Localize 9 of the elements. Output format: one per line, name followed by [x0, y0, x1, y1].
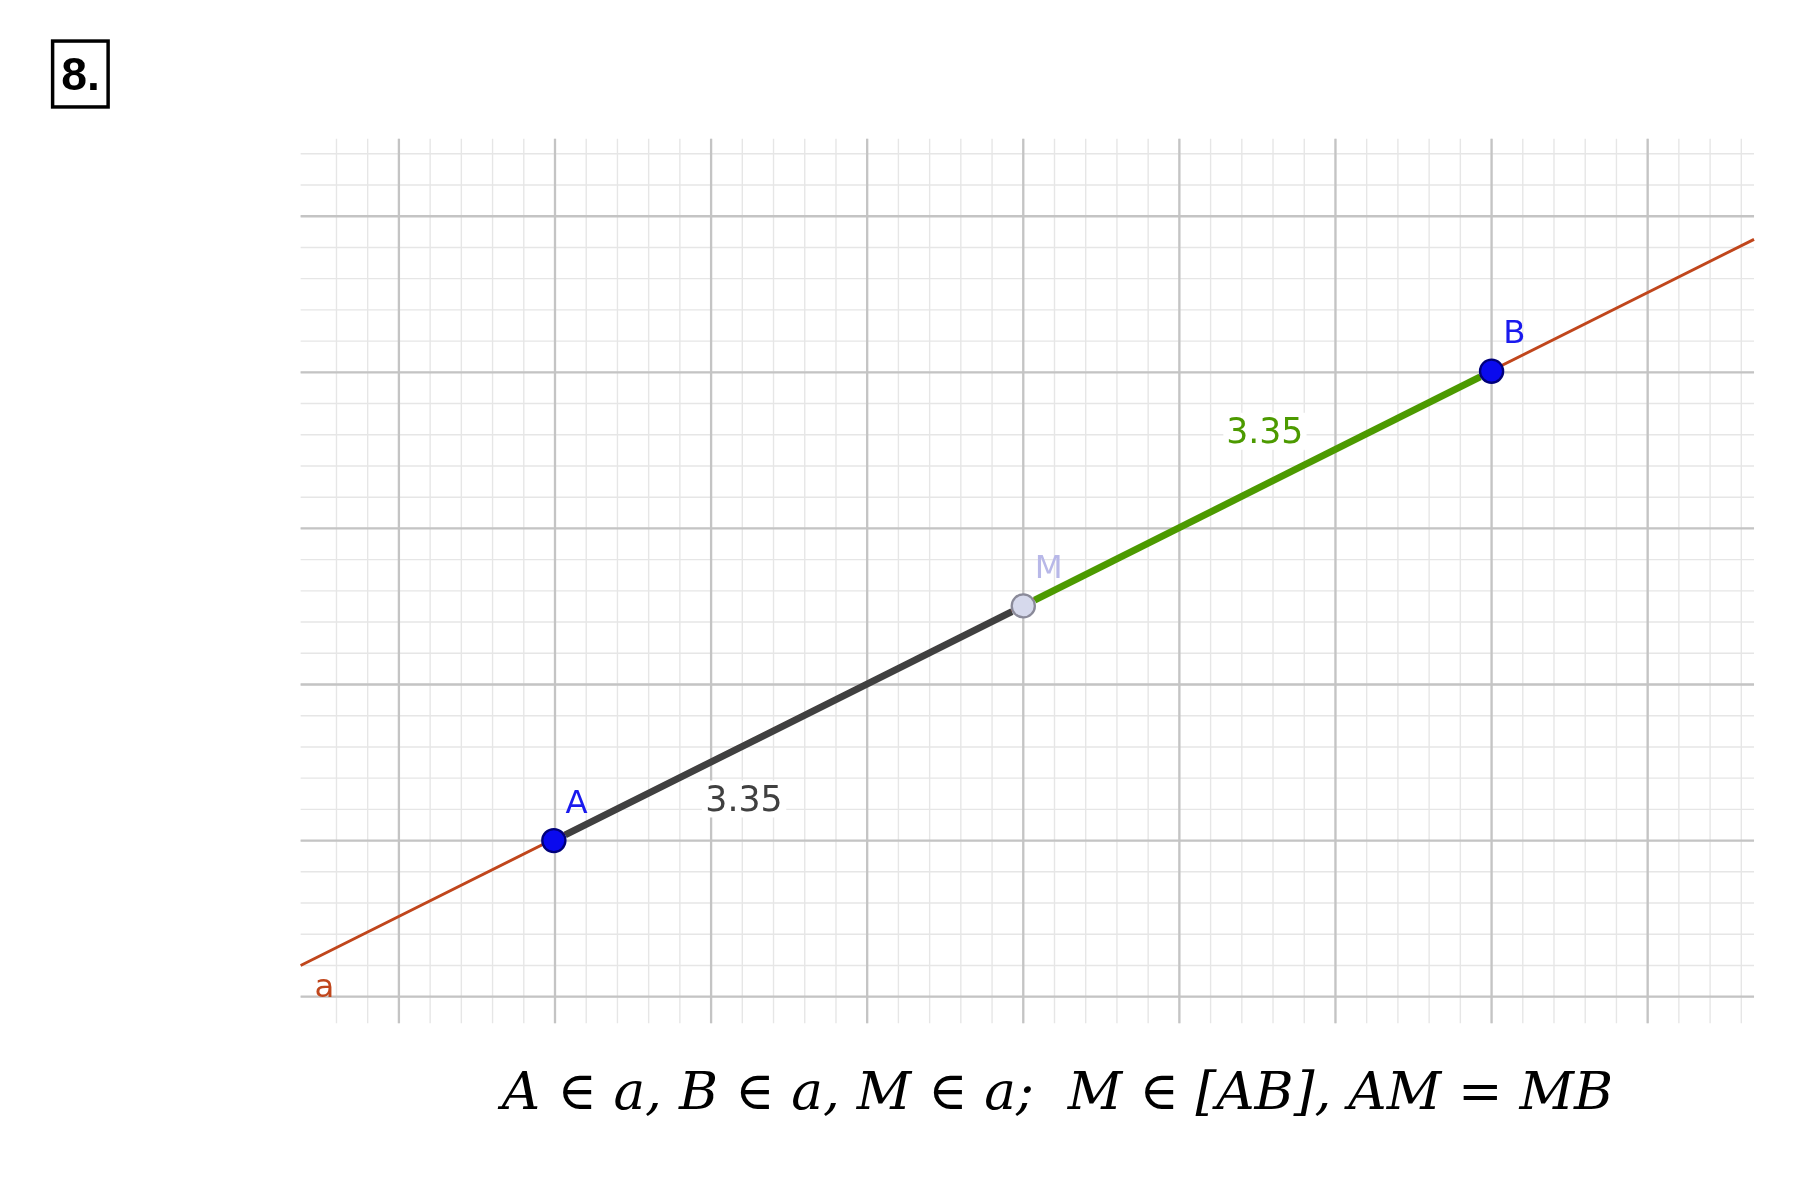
edge-label: 3.35	[1222, 412, 1307, 450]
line-segment	[1033, 373, 1482, 604]
point-label: A	[565, 785, 588, 820]
line-segment	[563, 608, 1014, 838]
point-label: B	[1503, 315, 1526, 351]
line-name: a	[314, 968, 335, 1004]
point-label: M	[1034, 550, 1063, 586]
edge-label: 3.35	[701, 779, 786, 817]
task-number: 8.	[50, 39, 111, 109]
